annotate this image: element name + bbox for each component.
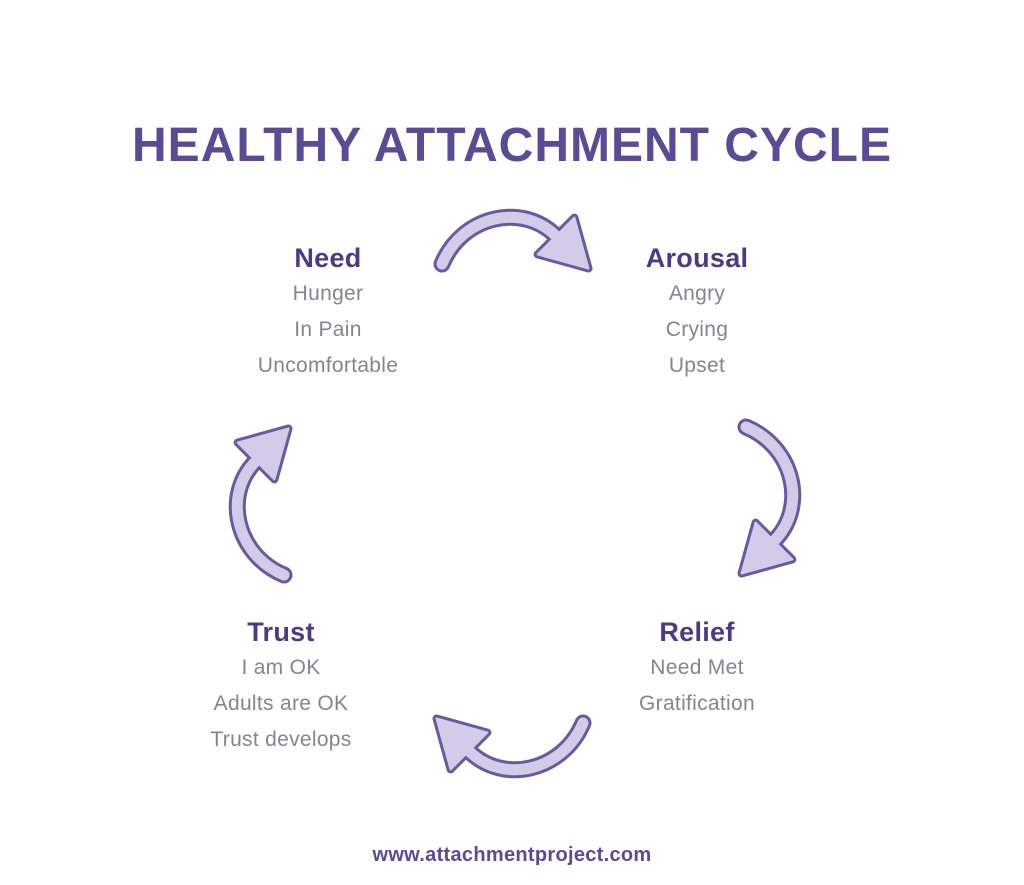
stage-trust-title: Trust xyxy=(247,617,315,647)
arrow-trust-to-need-icon xyxy=(222,415,298,587)
website-url: www.attachmentproject.com xyxy=(372,844,652,866)
arrow-need-to-arousal-icon xyxy=(430,202,602,278)
stage-relief-item: Gratification xyxy=(639,692,755,715)
stage-need-item: Hunger xyxy=(292,282,364,305)
stage-arousal-item: Angry xyxy=(668,282,726,305)
stage-trust: Trust I am OK Adults are OK Trust develo… xyxy=(210,616,351,758)
stage-relief-title: Relief xyxy=(659,617,735,647)
stage-arousal-title: Arousal xyxy=(645,243,749,273)
stage-relief-item: Need Met xyxy=(650,656,744,679)
arrow-relief-to-trust-icon xyxy=(423,709,595,785)
stage-arousal: Arousal Angry Crying Upset xyxy=(646,242,749,384)
stage-need: Need Hunger In Pain Uncomfortable xyxy=(258,242,398,384)
stage-trust-item: I am OK xyxy=(241,656,321,679)
stage-arousal-item: Upset xyxy=(668,354,726,377)
stage-relief: Relief Need Met Gratification xyxy=(639,616,755,722)
stage-trust-item: Trust develops xyxy=(210,728,352,751)
stage-need-item: In Pain xyxy=(294,318,362,341)
stage-need-title: Need xyxy=(294,243,362,273)
diagram-title: HEALTHY ATTACHMENT CYCLE xyxy=(132,119,892,173)
stage-trust-item: Adults are OK xyxy=(213,692,349,715)
stage-arousal-item: Crying xyxy=(665,318,729,341)
arrow-arousal-to-relief-icon xyxy=(732,415,808,587)
stage-need-item: Uncomfortable xyxy=(257,354,399,377)
